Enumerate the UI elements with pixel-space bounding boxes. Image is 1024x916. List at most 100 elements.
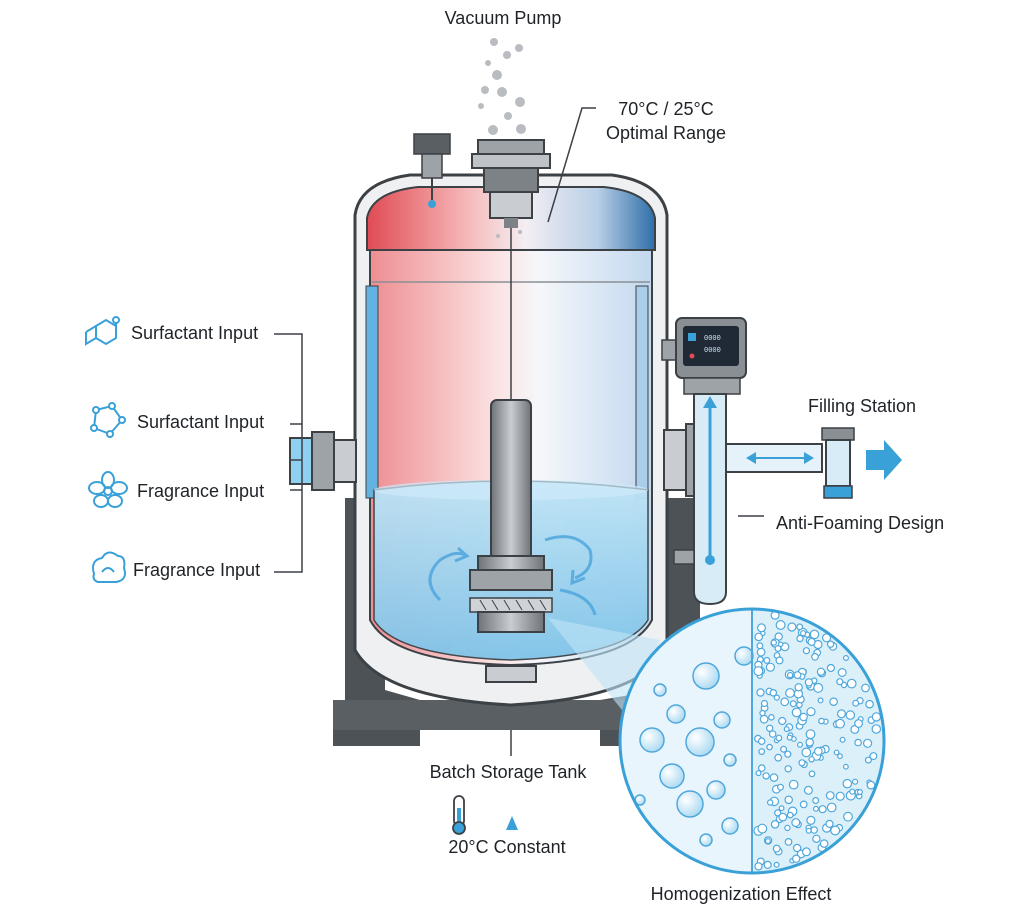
fine-bubble	[786, 734, 793, 741]
fine-bubble	[756, 688, 765, 697]
fine-bubble	[842, 654, 849, 661]
vacuum-nozzle	[471, 139, 551, 238]
fine-bubble	[829, 697, 838, 707]
fine-bubble	[801, 847, 811, 857]
vacuum-bubbles	[478, 38, 526, 135]
fine-bubble	[799, 630, 807, 637]
fine-bubble	[861, 683, 870, 693]
fine-bubble	[804, 678, 814, 687]
fine-bubble	[775, 734, 783, 742]
control-panel: 0000 0000	[661, 317, 747, 395]
fine-bubble	[869, 752, 878, 761]
fine-bubble	[784, 795, 794, 805]
molecule-cluster-icon	[90, 402, 126, 438]
fine-bubble	[774, 644, 782, 652]
input-label-surfactant-1: Surfactant Input	[131, 323, 259, 343]
svg-text:0000: 0000	[704, 335, 721, 343]
fine-bubble	[758, 748, 766, 755]
fine-bubble	[837, 753, 843, 760]
fine-bubble	[766, 724, 774, 733]
fine-bubble	[818, 717, 825, 725]
fine-bubble	[811, 652, 819, 661]
fine-bubble	[776, 783, 784, 791]
fine-bubble	[808, 756, 815, 763]
fine-bubble	[864, 756, 872, 764]
fine-bubble	[826, 640, 835, 648]
homogenization-label: Homogenization Effect	[650, 884, 832, 904]
fine-bubble	[755, 770, 762, 777]
fine-bubble	[842, 778, 853, 789]
fine-bubble	[784, 838, 793, 846]
fine-bubble	[826, 802, 837, 813]
fine-bubble	[862, 738, 873, 748]
hexagon-molecule-icon	[85, 316, 120, 346]
fine-bubble	[836, 678, 844, 686]
fine-bubble	[845, 710, 856, 720]
fine-bubble	[835, 718, 845, 729]
fine-bubble	[809, 629, 820, 640]
constant-temp-label: 20°C Constant	[448, 837, 566, 857]
fine-bubble	[856, 788, 863, 795]
fine-bubble	[778, 805, 785, 812]
fine-bubble	[786, 671, 794, 679]
thermometer-icon	[452, 795, 466, 835]
anti-foaming-label: Anti-Foaming Design	[776, 513, 945, 533]
fine-bubble	[757, 764, 766, 772]
fine-bubble	[769, 773, 779, 782]
output-arrow-icon	[866, 440, 902, 480]
fine-bubble	[817, 697, 824, 704]
fine-bubble	[819, 839, 829, 848]
fine-bubble	[774, 753, 783, 762]
temperature-range-label: 70°C / 25°C Optimal Range	[606, 97, 726, 145]
fine-bubble	[766, 743, 773, 751]
fine-bubble	[825, 791, 835, 800]
fine-bubble	[784, 765, 792, 773]
fine-bubble	[763, 656, 771, 664]
fine-bubble	[775, 619, 786, 630]
fine-bubble	[793, 671, 802, 680]
fine-bubble	[754, 632, 764, 642]
fine-bubble	[805, 737, 815, 747]
fine-bubble	[780, 745, 788, 753]
fine-bubble	[773, 694, 780, 701]
fine-bubble	[788, 779, 799, 790]
fine-bubble	[769, 688, 778, 697]
fine-bubble	[777, 641, 784, 648]
fine-bubble	[772, 844, 781, 853]
fine-bubble	[839, 736, 846, 743]
fine-bubble	[802, 647, 811, 655]
fine-bubble	[805, 827, 812, 834]
fine-bubble	[757, 737, 766, 746]
fine-bubble	[786, 811, 794, 819]
fine-bubble	[812, 805, 819, 812]
fine-bubble	[768, 713, 775, 721]
flow-arrow-icon	[428, 535, 597, 616]
fine-bubble	[796, 634, 804, 643]
fine-bubble	[767, 799, 774, 806]
fine-bubble	[805, 729, 816, 740]
fine-bubble	[770, 819, 780, 829]
fine-bubble	[756, 647, 766, 657]
input-label-fragrance-2: Fragrance Input	[133, 560, 261, 580]
fine-bubble	[753, 666, 764, 677]
fine-bubble	[806, 815, 816, 826]
input-label-fragrance-1: Fragrance Input	[137, 481, 265, 501]
fine-bubble	[792, 843, 802, 853]
fine-bubble	[808, 770, 816, 778]
fine-bubble	[813, 746, 823, 756]
fine-bubble	[871, 712, 882, 722]
fine-bubble	[851, 778, 859, 785]
fine-bubble	[785, 688, 795, 698]
fine-bubble	[846, 678, 857, 689]
fine-bubble	[784, 824, 791, 832]
fine-bubble	[762, 772, 770, 780]
fine-bubble	[760, 699, 769, 708]
fine-bubble	[756, 642, 764, 650]
fine-bubble	[759, 714, 769, 724]
fine-bubble	[871, 724, 882, 734]
svg-text:0000: 0000	[704, 347, 721, 355]
fine-bubble	[787, 622, 797, 632]
fine-bubble	[765, 662, 776, 672]
fine-bubble	[757, 823, 768, 834]
